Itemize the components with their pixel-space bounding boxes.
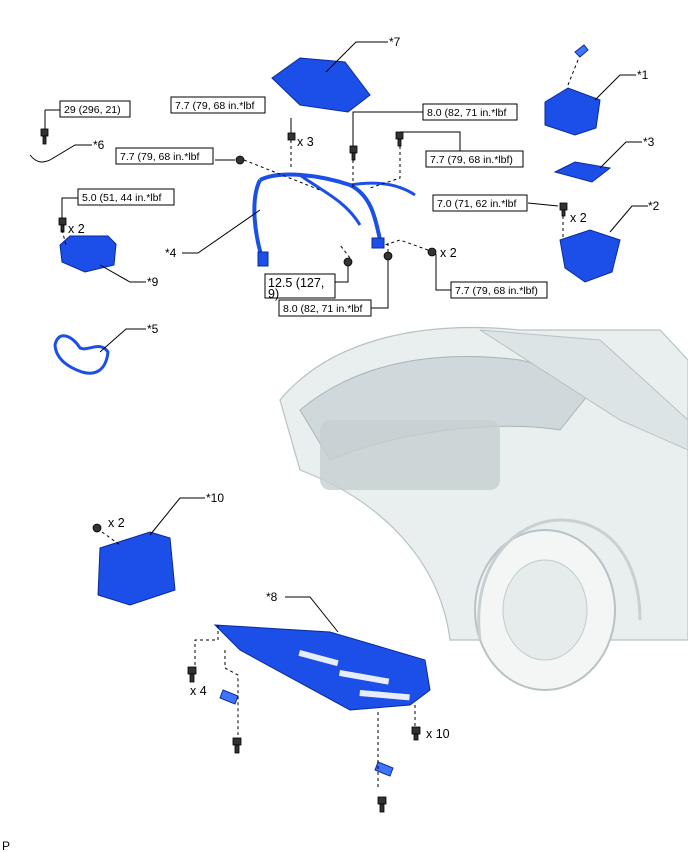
assembly-lines (61, 140, 564, 790)
torque-label-29: 29 (296, 21) (64, 104, 121, 116)
torque-labels: 29 (296, 21) 7.7 (79, 68 in.*lbf 7.7 (79… (59, 96, 548, 317)
engine-under-cover-part (213, 624, 431, 711)
torque-label-77-left: 7.7 (79, 68 in.*lbf (120, 151, 199, 163)
qty-left-box: x 2 (68, 222, 85, 236)
torque-label-77-right: 7.7 (79, 68 in.*lbf) (430, 154, 513, 166)
clip-part (29, 154, 51, 163)
torque-label-125-line2: 9) (268, 287, 279, 301)
callout-6: *6 (93, 138, 105, 152)
torque-label-125-line1: 12.5 (127, (268, 276, 324, 290)
callout-1: *1 (637, 68, 649, 82)
callout-9: *9 (147, 275, 159, 289)
callout-3: *3 (643, 135, 655, 149)
torque-label-77-bottom: 7.7 (79, 68 in.*lbf) (455, 285, 538, 297)
footer-mark: P (2, 839, 10, 852)
leader-lines (44, 41, 648, 633)
drive-belt-part (53, 334, 110, 375)
callout-4: *4 (165, 246, 177, 260)
qty-harness-right: x 2 (440, 246, 457, 260)
callout-8: *8 (266, 590, 278, 604)
torque-label-50: 5.0 (51, 44 in.*lbf (82, 192, 161, 204)
qty-cover10: x 2 (108, 516, 125, 530)
wire-harness-part (252, 172, 416, 267)
qty-under-right: x 10 (426, 727, 450, 741)
callout-10: *10 (206, 491, 224, 505)
side-cover-part (97, 531, 176, 606)
qty-harness-top: x 3 (297, 135, 314, 149)
torque-label-77-top: 7.7 (79, 68 in.*lbf (175, 100, 254, 112)
air-cleaner-case-part (559, 229, 621, 283)
air-filter-part (553, 161, 612, 183)
air-cleaner-cap-part (544, 87, 601, 136)
torque-label-80-top: 8.0 (82, 71 in.*lbf (427, 107, 506, 119)
qty-under-left: x 4 (190, 684, 207, 698)
fuse-box-part (59, 235, 117, 273)
vehicle-background (279, 326, 688, 691)
qty-right-bracket: x 2 (570, 211, 587, 225)
bolt-icons (40, 128, 568, 813)
quantity-labels: x 3 x 2 x 2 x 2 x 2 x 4 x 10 (68, 135, 587, 741)
engine-cover-part (271, 57, 371, 113)
torque-label-70: 7.0 (71, 62 in.*lbf (437, 198, 516, 210)
callout-7: *7 (389, 35, 401, 49)
torque-label-80-bottom: 8.0 (82, 71 in.*lbf (283, 303, 362, 315)
callout-5: *5 (147, 322, 159, 336)
callout-2: *2 (648, 199, 660, 213)
callout-labels: *7 *1 *3 *6 *2 *4 *9 *5 *10 *8 (93, 35, 660, 604)
